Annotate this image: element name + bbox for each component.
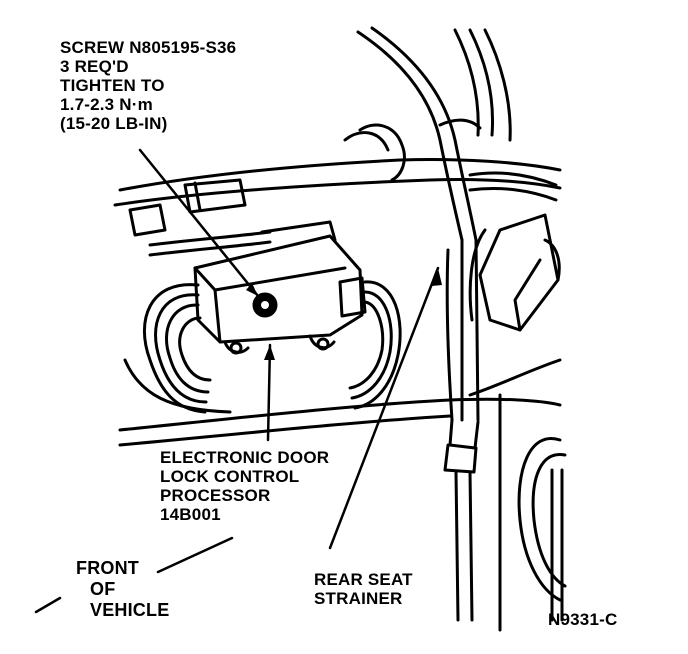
strainer-callout-line: STRAINER [314,589,403,608]
processor-callout-line: LOCK CONTROL [160,467,300,486]
strainer-callout: REAR SEAT STRAINER [314,570,413,608]
screw-callout-line: SCREW N805195-S36 [60,38,237,57]
front-callout-line: FRONT [76,558,139,578]
screw-callout-line: (15-20 LB-IN) [60,114,168,133]
screw-callout-line: 3 REQ'D [60,57,129,76]
screw-callout-line: TIGHTEN TO [60,76,165,95]
wiring-harness-upper [343,26,558,242]
leader-lines [34,148,440,614]
processor-callout-line: 14B001 [160,505,221,524]
screw-callout: SCREW N805195-S36 3 REQ'D TIGHTEN TO 1.7… [60,38,236,133]
processor-callout-line: ELECTRONIC DOOR [160,448,330,467]
processor-callout: ELECTRONIC DOOR LOCK CONTROL PROCESSOR 1… [160,448,329,524]
lower-right-cable [498,393,567,632]
front-of-vehicle-callout: FRONT OF VEHICLE [76,558,169,621]
front-callout-line: VEHICLE [90,600,170,620]
front-callout-line: OF [90,579,116,599]
leader-arrowheads [246,268,442,360]
figure-id: N9331-C [548,610,618,629]
lock-control-processor [193,220,367,355]
strainer-callout-line: REAR SEAT [314,570,413,589]
upper-connector [128,178,272,257]
screw-callout-line: 1.7-2.3 N·m [60,95,153,114]
processor-ribbon-harness [142,280,402,414]
processor-callout-line: PROCESSOR [160,486,271,505]
right-harness-and-connector [443,213,561,622]
